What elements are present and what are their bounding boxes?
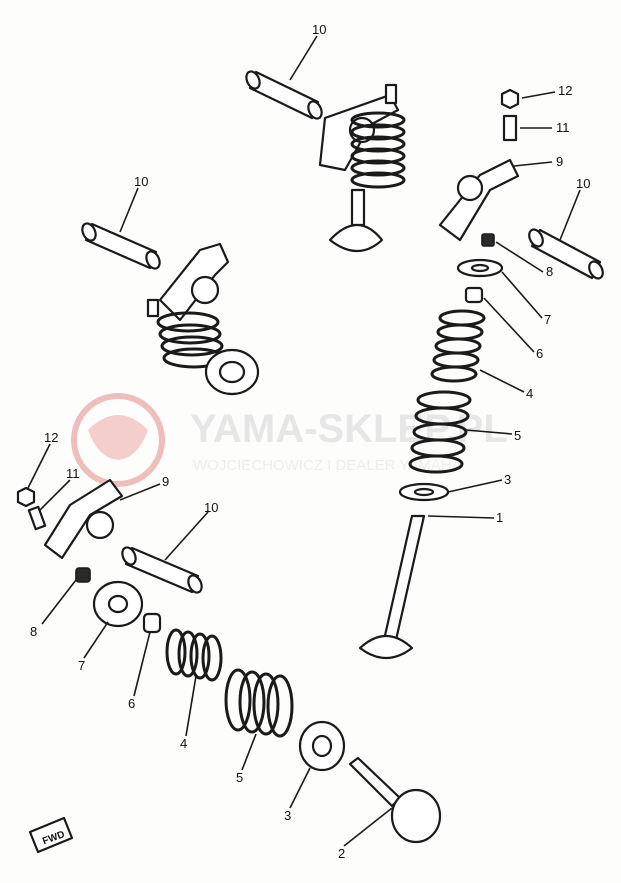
callout-4: 4 — [526, 386, 533, 401]
callout-7: 7 — [78, 658, 85, 673]
callout-6: 6 — [536, 346, 543, 361]
callout-3: 3 — [504, 472, 511, 487]
locknut-12-right — [500, 88, 520, 110]
pad-8-bottom — [75, 567, 91, 583]
seat-3-right — [398, 482, 450, 502]
callout-10: 10 — [204, 500, 218, 515]
callout-10: 10 — [134, 174, 148, 189]
callout-12: 12 — [558, 83, 572, 98]
locknut-12-bottom — [16, 486, 36, 508]
callout-12: 12 — [44, 430, 58, 445]
rocker-assembly-left — [81, 222, 260, 396]
callout-5: 5 — [514, 428, 521, 443]
valve-2 — [348, 756, 442, 844]
callout-4: 4 — [180, 736, 187, 751]
rocker-assembly-bottom: FWD — [16, 478, 442, 854]
seal-6-bottom — [142, 612, 162, 634]
fwd-badge: FWD — [28, 816, 74, 854]
callout-5: 5 — [236, 770, 243, 785]
rocker-arm-left — [146, 242, 230, 322]
callout-11: 11 — [66, 466, 80, 481]
seal-6-right — [464, 286, 484, 304]
rocker-arm-bottom — [43, 478, 124, 560]
leader-lines — [27, 35, 581, 847]
valve-1 — [358, 514, 426, 660]
callout-11: 11 — [556, 120, 570, 135]
callout-9: 9 — [162, 474, 169, 489]
callout-3: 3 — [284, 808, 291, 823]
watermark-tagline: WOJCIECHOWICZ I DEALER YAMAHA — [193, 457, 462, 474]
valve-head-left — [204, 348, 260, 396]
callout-10: 10 — [576, 176, 590, 191]
watermark-brand: YAMA-SKLEP.PL — [190, 407, 508, 451]
outer-spring-5-right — [408, 390, 472, 474]
callout-6: 6 — [128, 696, 135, 711]
watermark-logo — [71, 393, 165, 487]
callout-8: 8 — [30, 624, 37, 639]
rocker-arm-right — [438, 158, 520, 242]
retainer-7-right — [456, 258, 504, 278]
callout-7: 7 — [544, 312, 551, 327]
callout-8: 8 — [546, 264, 553, 279]
valve-top — [328, 188, 384, 253]
callout-1: 1 — [496, 510, 503, 525]
rocker-shaft-10-bottom — [121, 546, 203, 594]
callout-10: 10 — [312, 22, 326, 37]
rocker-shaft-10-right — [528, 228, 604, 280]
adjuster-11-right — [502, 114, 518, 142]
rocker-shaft-10-top — [245, 70, 323, 120]
rocker-shaft-10-left — [81, 222, 161, 270]
watermark: YAMA-SKLEP.PL WOJCIECHOWICZ I DEALER YAM… — [71, 393, 508, 487]
seat-3-bottom — [298, 720, 346, 772]
valve-spring-top — [350, 111, 406, 189]
callout-9: 9 — [556, 154, 563, 169]
callout-2: 2 — [338, 846, 345, 861]
inner-spring-4-bottom — [165, 628, 223, 682]
retainer-7-bottom — [92, 580, 144, 628]
inner-spring-4-right — [430, 309, 486, 383]
callouts: 10 10 10 10 12 11 9 8 7 6 4 5 3 1 12 11 … — [30, 22, 590, 861]
outer-spring-5-bottom — [224, 668, 294, 738]
pad-8-right — [481, 233, 495, 247]
rocker-assembly-top — [245, 70, 406, 253]
adjuster-11-bottom — [27, 505, 47, 531]
rocker-assembly-right — [358, 88, 604, 660]
